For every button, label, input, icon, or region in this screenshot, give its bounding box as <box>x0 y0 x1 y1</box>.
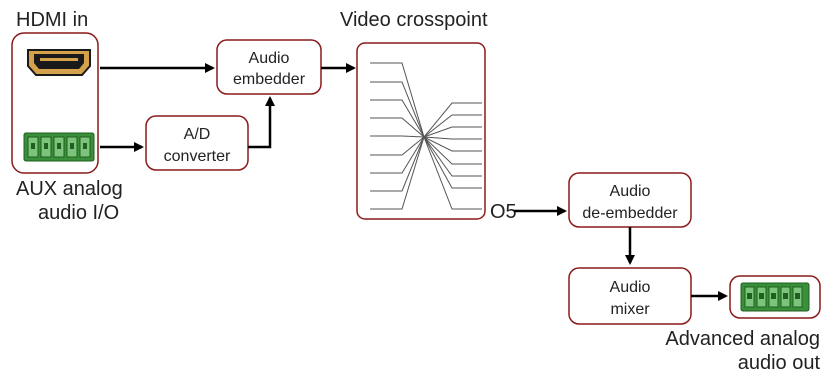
advanced-analog-label-line1: Advanced analog <box>665 328 820 350</box>
audio-deembedder-line1: Audio <box>610 183 651 200</box>
audio-embedder-line1: Audio <box>249 50 290 67</box>
arrow-ad-to-embedder <box>248 96 275 149</box>
terminal-block-icon <box>23 132 95 162</box>
terminal-block-icon <box>740 282 810 312</box>
audio-mixer-line1: Audio <box>610 279 651 296</box>
video-crosspoint-box <box>356 42 486 220</box>
hdmi-in-label: HDMI in <box>16 9 88 31</box>
ad-converter-line1: A/D <box>184 126 211 143</box>
audio-embedder-line2: embedder <box>233 71 306 88</box>
advanced-analog-label-line2: audio out <box>738 352 821 374</box>
audio-embedder-block: Audio embedder <box>216 39 322 95</box>
ad-converter-block: A/D converter <box>145 115 249 171</box>
audio-mixer-block: Audio mixer <box>568 267 692 325</box>
hdmi-connector-icon <box>27 49 91 76</box>
audio-deembedder-line2: de-embedder <box>582 205 678 222</box>
audio-deembedder-block: Audio de-embedder <box>568 172 692 228</box>
crosspoint-routing-lines <box>370 62 482 210</box>
aux-analog-label-line2: audio I/O <box>38 202 119 224</box>
audio-mixer-line2: mixer <box>610 301 650 318</box>
video-crosspoint-label: Video crosspoint <box>340 9 488 31</box>
aux-analog-label-line1: AUX analog <box>16 178 123 200</box>
output-o5-label: O5 <box>490 201 517 223</box>
ad-converter-line2: converter <box>164 148 231 165</box>
